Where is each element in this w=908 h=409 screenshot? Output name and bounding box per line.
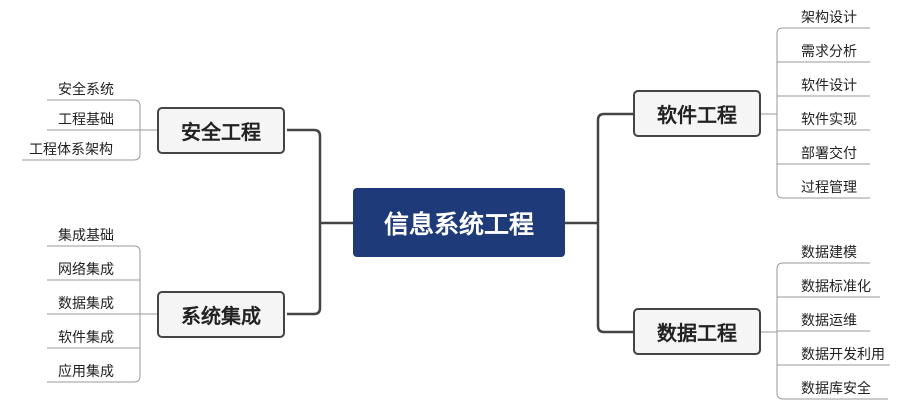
branch-integration[interactable]: 系统集成: [157, 291, 285, 338]
central-topic[interactable]: 信息系统工程: [353, 188, 565, 257]
leaf-item[interactable]: 需求分析: [801, 44, 857, 60]
leaf-item[interactable]: 部署交付: [801, 146, 857, 162]
leaf-item[interactable]: 过程管理: [801, 180, 857, 196]
leaf-item[interactable]: 软件集成: [58, 330, 114, 346]
leaf-item[interactable]: 网络集成: [58, 262, 114, 278]
leaf-item[interactable]: 数据开发利用: [801, 347, 885, 363]
leaf-item[interactable]: 工程基础: [58, 112, 114, 128]
leaf-item[interactable]: 数据集成: [58, 296, 114, 312]
branch-software[interactable]: 软件工程: [633, 90, 761, 137]
leaf-item[interactable]: 软件设计: [801, 78, 857, 94]
leaf-item[interactable]: 数据运维: [801, 313, 857, 329]
branch-security[interactable]: 安全工程: [157, 107, 285, 154]
leaf-item[interactable]: 应用集成: [58, 364, 114, 380]
leaf-item[interactable]: 安全系统: [58, 82, 114, 98]
leaf-item[interactable]: 数据标准化: [801, 279, 871, 295]
leaf-item[interactable]: 数据建模: [801, 245, 857, 261]
leaf-item[interactable]: 工程体系架构: [29, 142, 113, 158]
branch-data[interactable]: 数据工程: [633, 308, 761, 355]
leaf-item[interactable]: 架构设计: [801, 10, 857, 26]
leaf-item[interactable]: 集成基础: [58, 228, 114, 244]
leaf-item[interactable]: 软件实现: [801, 112, 857, 128]
leaf-item[interactable]: 数据库安全: [801, 381, 871, 397]
